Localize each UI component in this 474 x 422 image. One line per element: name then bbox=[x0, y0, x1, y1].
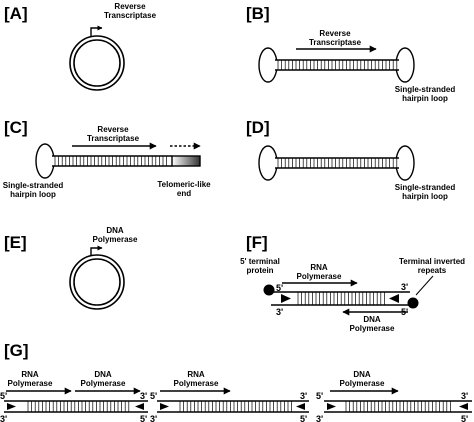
panel-g-seg3-end-5-bottom: 5' bbox=[461, 414, 468, 422]
panel-f-dna-line1: DNA bbox=[363, 315, 381, 324]
panel-c-end-line2: end bbox=[177, 189, 191, 198]
panel-g-seg1-dna-line1: DNA bbox=[94, 370, 112, 379]
panel-e-label: [E] bbox=[4, 233, 27, 252]
panel-c-loop-line1: Single-stranded bbox=[3, 181, 64, 190]
panel-e-circular-genome-outer bbox=[69, 254, 125, 310]
panel-c-hairpin-loop bbox=[35, 143, 55, 179]
panel-a-enzyme-line1: Reverse bbox=[114, 2, 146, 11]
panel-f-protein-line1: 5' terminal bbox=[240, 257, 280, 266]
panel-f-repeats-pointer bbox=[415, 275, 434, 296]
panel-f-terminal-protein-right bbox=[407, 297, 419, 309]
panel-b-enzyme-line1: Reverse bbox=[319, 29, 351, 38]
panel-d-duplex bbox=[275, 157, 399, 169]
panel-f-repeats-line1: Terminal inverted bbox=[399, 257, 465, 266]
panel-g-seg2-right-inverted-repeat bbox=[296, 403, 305, 410]
panel-b-label: [B] bbox=[246, 4, 270, 23]
base-pair-rungs bbox=[54, 156, 167, 166]
panel-e-enzyme-line2: Polymerase bbox=[93, 235, 138, 244]
panel-a: [A] Reverse Transcriptase bbox=[4, 2, 157, 91]
panel-g-seg1-end-3-bottom: 3' bbox=[0, 414, 7, 422]
base-pair-rungs bbox=[277, 158, 398, 168]
panel-f-dna-line2: Polymerase bbox=[350, 324, 395, 333]
panel-a-label: [A] bbox=[4, 4, 28, 23]
panel-g-seg2-rna-line2: Polymerase bbox=[174, 379, 219, 388]
panel-g-seg1-rna-line2: Polymerase bbox=[8, 379, 53, 388]
panel-d-label: [D] bbox=[246, 118, 270, 137]
panel-a-start-arrow bbox=[90, 25, 103, 37]
panel-a-circular-genome-outer bbox=[69, 35, 125, 91]
panel-c-telomeric-end bbox=[171, 155, 201, 167]
panel-d-left-hairpin-loop bbox=[258, 145, 278, 181]
panel-g-segment-2: RNA Polymerase 5' 3' 3' 5' bbox=[150, 370, 309, 422]
panel-d: [D] Single-stranded hairpin loop bbox=[246, 118, 455, 201]
panel-f-end-5-top: 5' bbox=[276, 283, 283, 293]
panel-f-duplex bbox=[271, 291, 410, 306]
panel-f-end-3-top: 3' bbox=[401, 282, 408, 292]
panel-g-seg3-end-3-bottom: 3' bbox=[316, 414, 323, 422]
base-pair-rungs bbox=[179, 401, 292, 412]
panel-b-duplex bbox=[275, 59, 399, 71]
panel-g-seg3-dna-line1: DNA bbox=[353, 370, 371, 379]
panel-f-left-inverted-repeat bbox=[281, 294, 291, 303]
panel-g-seg3-left-inverted-repeat bbox=[327, 403, 336, 410]
base-pair-rungs bbox=[345, 401, 451, 412]
panel-g-seg3-dna-line2: Polymerase bbox=[340, 379, 385, 388]
panel-g-seg2-end-5-bottom: 5' bbox=[300, 414, 307, 422]
panel-g-seg1-end-5-top: 5' bbox=[0, 391, 7, 401]
panel-f-terminal-protein-left bbox=[263, 284, 275, 296]
panel-e-enzyme-line1: DNA bbox=[106, 226, 124, 235]
panel-g-segment-1: RNA Polymerase DNA Polymerase 5' 3' 3' 5… bbox=[0, 370, 148, 422]
panel-g-seg2-rna-line1: RNA bbox=[187, 370, 205, 379]
panel-g-seg3-end-5-top: 5' bbox=[316, 391, 323, 401]
panel-f-label: [F] bbox=[246, 233, 268, 252]
panel-e-start-arrow bbox=[90, 245, 103, 256]
panel-c-label: [C] bbox=[4, 118, 28, 137]
panel-g-seg2-end-3-bottom: 3' bbox=[150, 414, 157, 422]
panel-g-seg1-right-inverted-repeat bbox=[135, 403, 144, 410]
panel-b-loop-line2: hairpin loop bbox=[402, 94, 448, 103]
panel-g-seg1-end-3-top: 3' bbox=[140, 391, 147, 401]
panel-g-seg3-end-3-top: 3' bbox=[461, 391, 468, 401]
panel-g-seg1-left-inverted-repeat bbox=[7, 403, 16, 410]
panel-c: [C] Reverse Transcriptase Single-strande… bbox=[3, 118, 211, 199]
panel-f-end-3-bottom: 3' bbox=[276, 307, 283, 317]
panel-c-end-line1: Telomeric-like bbox=[157, 180, 211, 189]
panel-f-protein-line2: protein bbox=[246, 266, 273, 275]
panel-c-enzyme-line2: Transcriptase bbox=[87, 134, 140, 143]
panel-g-segment-3: DNA Polymerase 5' 3' 3' 5' bbox=[316, 370, 472, 422]
panel-b-loop-line1: Single-stranded bbox=[395, 85, 456, 94]
panel-c-loop-line2: hairpin loop bbox=[10, 190, 56, 199]
base-pair-rungs bbox=[27, 401, 130, 412]
panel-f-rna-line1: RNA bbox=[310, 263, 328, 272]
base-pair-rungs bbox=[277, 60, 398, 70]
panel-e-circular-genome-inner bbox=[73, 258, 121, 306]
panel-g-label: [G] bbox=[4, 341, 29, 360]
panel-g-seg1-end-5-bottom: 5' bbox=[140, 414, 147, 422]
panel-d-loop-line1: Single-stranded bbox=[395, 183, 456, 192]
panel-b: [B] Reverse Transcriptase Single-strande… bbox=[246, 4, 455, 103]
panel-g-seg3-right-inverted-repeat bbox=[459, 403, 468, 410]
panel-g: [G] RNA Polymerase DNA Polymerase 5' 3' … bbox=[0, 341, 472, 422]
panel-g-seg1-rna-line1: RNA bbox=[21, 370, 39, 379]
panel-g-seg1-dna-line2: Polymerase bbox=[81, 379, 126, 388]
panel-e: [E] DNA Polymerase bbox=[4, 226, 138, 310]
panel-g-seg2-end-3-top: 3' bbox=[300, 391, 307, 401]
panel-f: [F] 5' terminal protein RNA Polymerase T… bbox=[240, 233, 465, 333]
panel-f-repeats-line2: repeats bbox=[418, 266, 447, 275]
panel-a-circular-genome-inner bbox=[73, 39, 121, 87]
panel-c-duplex bbox=[52, 155, 172, 167]
panel-b-left-hairpin-loop bbox=[258, 47, 278, 83]
base-pair-rungs bbox=[297, 292, 385, 305]
panel-g-seg2-end-5-top: 5' bbox=[150, 391, 157, 401]
panel-f-right-inverted-repeat bbox=[389, 294, 399, 303]
panel-f-rna-line2: Polymerase bbox=[297, 272, 342, 281]
panel-c-enzyme-line1: Reverse bbox=[97, 125, 129, 134]
panel-a-enzyme-line2: Transcriptase bbox=[104, 11, 157, 20]
panel-g-seg2-left-inverted-repeat bbox=[160, 403, 169, 410]
panel-d-loop-line2: hairpin loop bbox=[402, 192, 448, 201]
panel-b-enzyme-line2: Transcriptase bbox=[309, 38, 362, 47]
